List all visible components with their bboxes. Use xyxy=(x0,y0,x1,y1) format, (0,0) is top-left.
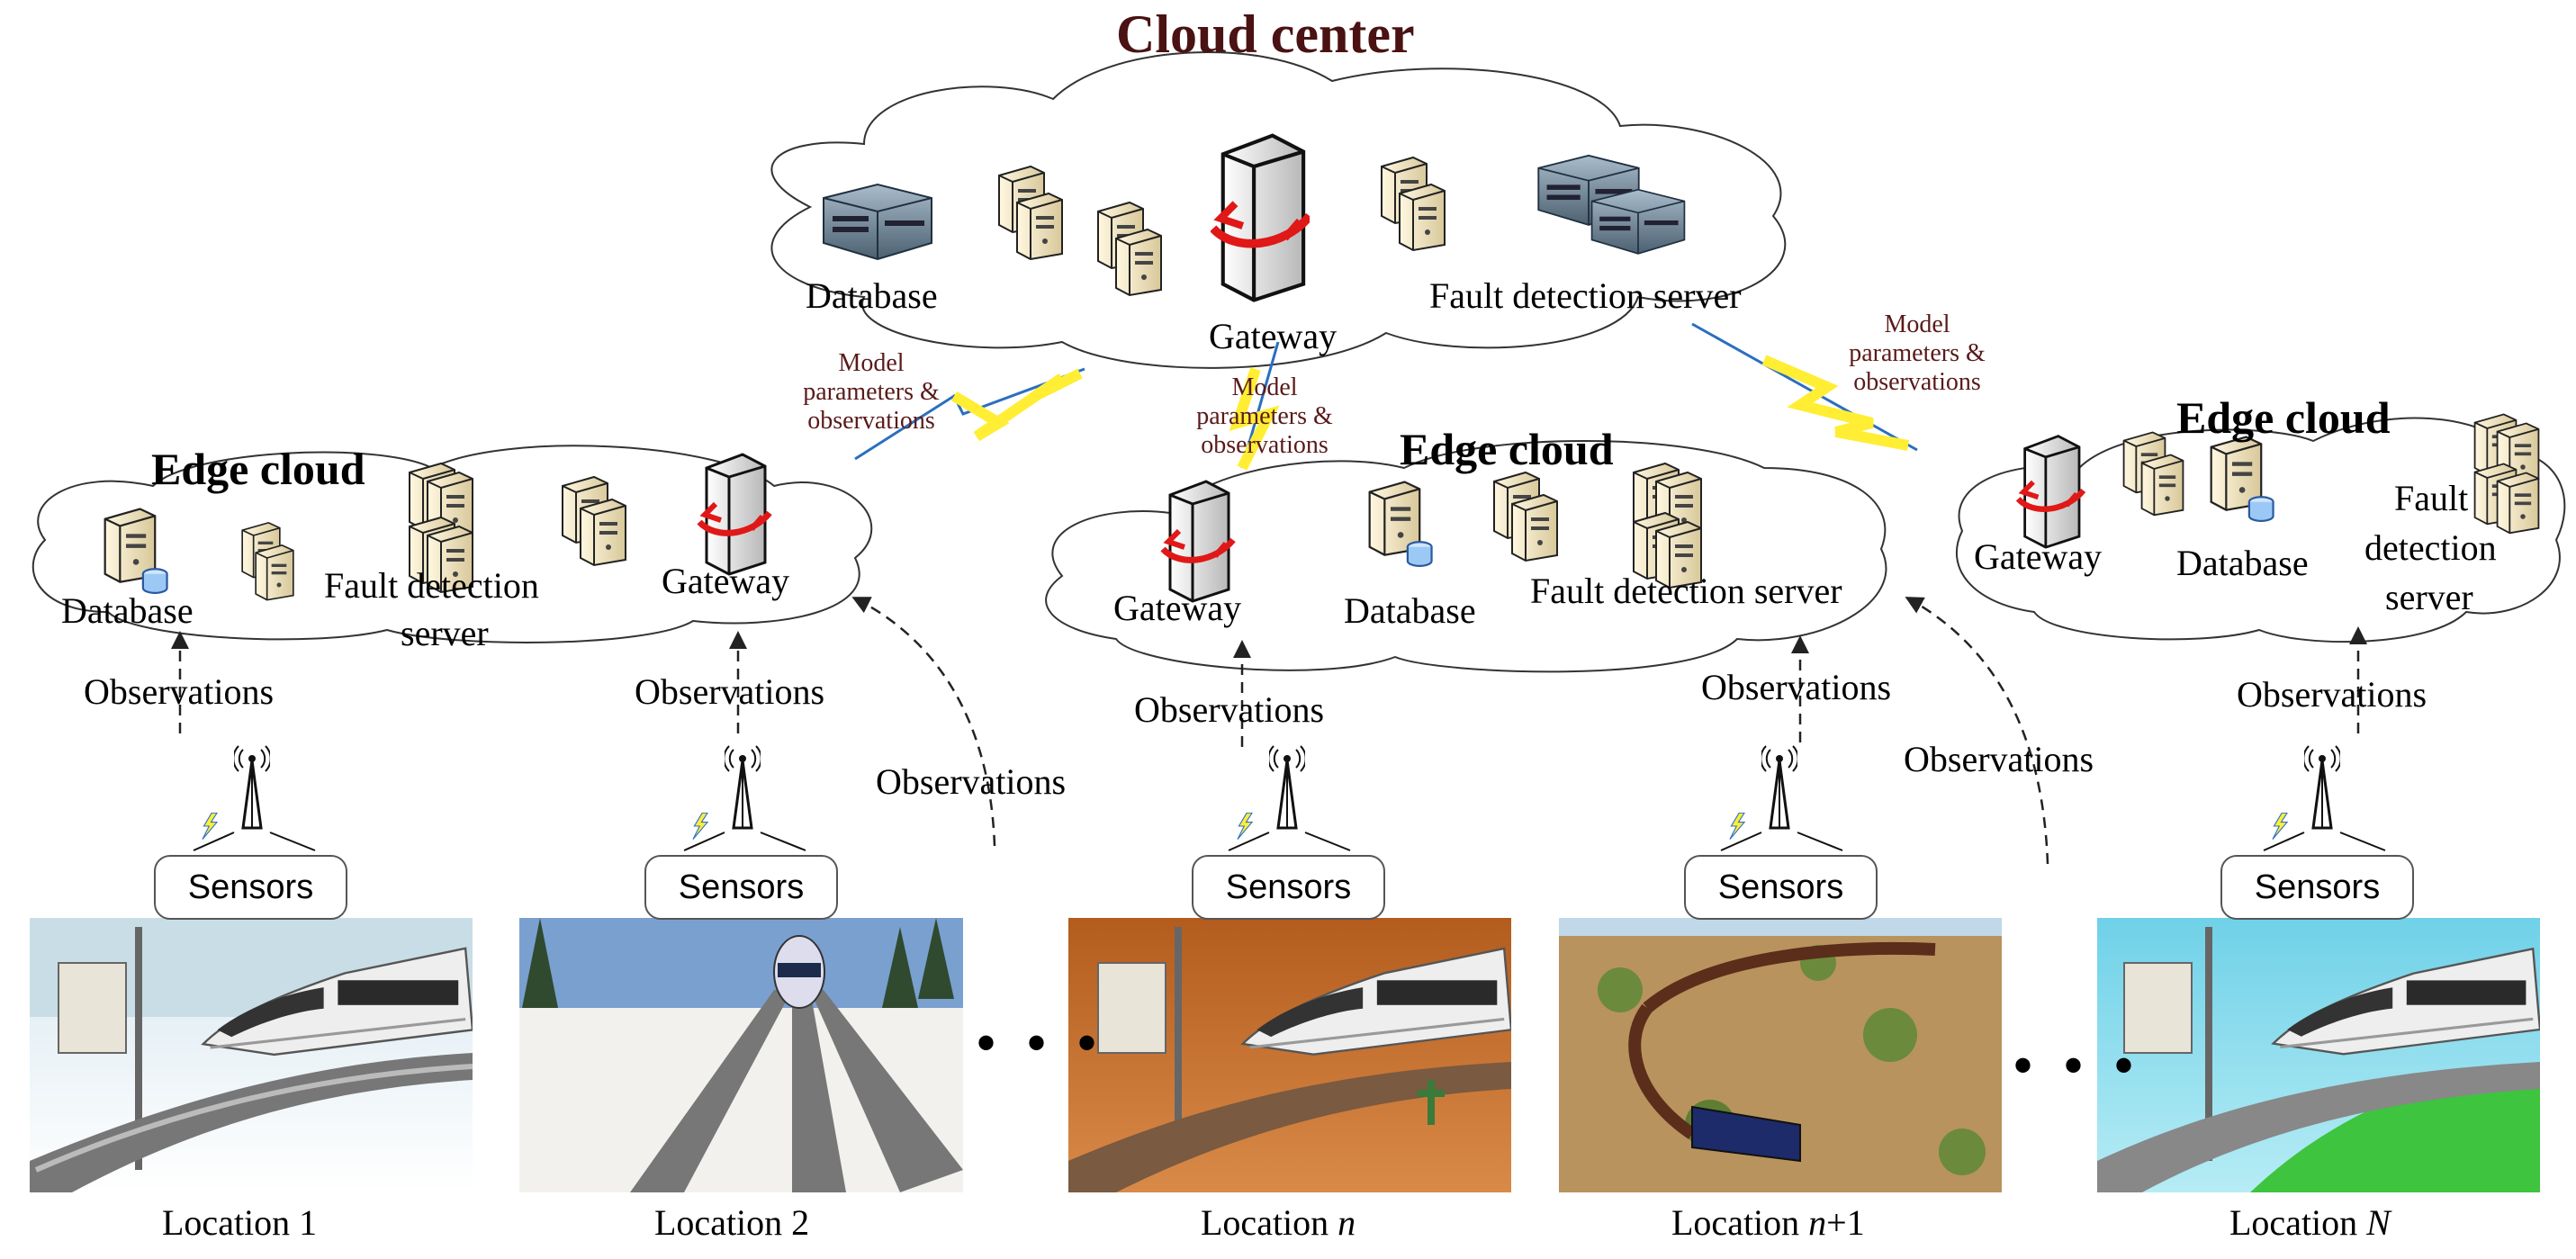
observations-label-2: Observations xyxy=(635,671,825,712)
model-params-line: observations xyxy=(1853,368,1981,397)
link-bolt-middle xyxy=(1229,341,1280,471)
antenna-icon xyxy=(2263,744,2386,851)
location-label-suffix: +1 xyxy=(1826,1202,1865,1243)
edge-right-fault-label-3: server xyxy=(2385,577,2473,617)
location-label-n: Location n xyxy=(1201,1201,1356,1244)
location-label-var: n xyxy=(1808,1202,1827,1243)
location-label-n-plus-1: Location n+1 xyxy=(1671,1201,1865,1244)
observations-label-1: Observations xyxy=(84,671,275,712)
ellipsis-left: • • • xyxy=(977,1013,1106,1073)
location-label-1: Location 1 xyxy=(162,1202,318,1243)
observations-label-free-2: Observations xyxy=(1904,739,2094,779)
edge-left-fault-label-1: Fault detection xyxy=(324,565,539,606)
obs-arrow-free-2 xyxy=(1905,597,2049,865)
observations-label-free-1: Observations xyxy=(876,761,1067,802)
edge-left-title: Edge cloud xyxy=(151,444,365,494)
edge-middle-gateway-label: Gateway xyxy=(1113,588,1242,628)
model-params-label-left: Model parameters & observations xyxy=(781,349,961,436)
model-params-line: observations xyxy=(1201,431,1329,460)
observations-label-3: Observations xyxy=(1134,689,1325,730)
location-image-2 xyxy=(519,918,963,1192)
sensors-box-n: Sensors xyxy=(1192,855,1385,920)
edge-middle-title: Edge cloud xyxy=(1400,424,1614,474)
location-image-n xyxy=(1068,918,1511,1192)
cloud-center-database-icon xyxy=(822,183,933,261)
antenna-icon xyxy=(683,744,806,851)
link-bolt-left xyxy=(854,367,1085,461)
observation-arrows xyxy=(171,597,2367,865)
antenna-icon xyxy=(193,744,316,851)
observations-label-5: Observations xyxy=(2237,674,2427,715)
model-params-line: Model xyxy=(1231,373,1298,401)
antenna-icon xyxy=(1228,744,1351,851)
link-bolt-right xyxy=(1691,322,1918,452)
cloud-center-gateway-icon xyxy=(1213,136,1310,301)
model-params-label-right: Model parameters & observations xyxy=(1827,310,2007,398)
edge-left-gateway-icon xyxy=(699,454,770,574)
location-image-n-plus-1 xyxy=(1559,918,2002,1192)
model-params-line: parameters & xyxy=(1849,339,1986,368)
edge-middle-gateway-icon xyxy=(1163,481,1233,601)
ellipsis-right: • • • xyxy=(2013,1036,2143,1095)
edge-right-fault-label-1: Fault xyxy=(2394,478,2469,518)
location-label-N: Location N xyxy=(2229,1201,2391,1244)
edge-middle-database-label: Database xyxy=(1344,590,1476,631)
sensors-box-1: Sensors xyxy=(154,855,347,920)
edge-right-title: Edge cloud xyxy=(2176,392,2391,443)
model-params-line: observations xyxy=(807,407,935,436)
obs-arrow-free-1 xyxy=(851,597,996,847)
edge-left-database-label: Database xyxy=(61,590,194,631)
edge-left-gateway-label: Gateway xyxy=(662,561,790,601)
cloud-center-fault-label: Fault detection server xyxy=(1429,275,1742,316)
model-params-line: Model xyxy=(1884,310,1950,338)
edge-right-fault-label-2: detection xyxy=(2364,527,2497,568)
cloud-center-database-label: Database xyxy=(806,275,938,316)
sensors-box-n-plus-1: Sensors xyxy=(1684,855,1878,920)
edge-right-gateway-label: Gateway xyxy=(1974,536,2103,577)
location-image-1 xyxy=(30,918,473,1192)
model-params-line: parameters & xyxy=(803,378,940,407)
location-label-text: Location xyxy=(2229,1202,2367,1243)
observations-label-4: Observations xyxy=(1701,667,1892,707)
model-params-label-middle: Model parameters & observations xyxy=(1175,373,1355,461)
location-label-2: Location 2 xyxy=(654,1202,810,1243)
location-label-text: Location xyxy=(1201,1202,1338,1243)
model-params-line: parameters & xyxy=(1196,402,1333,431)
edge-middle-fault-label: Fault detection server xyxy=(1530,571,1842,611)
cloud-center-gateway-label: Gateway xyxy=(1209,316,1338,356)
edge-right-gateway-icon xyxy=(2018,436,2083,547)
model-params-line: Model xyxy=(838,349,905,377)
location-label-text: Location xyxy=(1671,1202,1809,1243)
antenna-icon xyxy=(1720,744,1843,851)
cloud-center-title: Cloud center xyxy=(1116,4,1415,64)
location-label-var: N xyxy=(2366,1202,2391,1243)
location-label-var: n xyxy=(1338,1202,1356,1243)
edge-right-database-label: Database xyxy=(2176,543,2309,583)
location-image-N xyxy=(2097,918,2540,1192)
sensors-box-2: Sensors xyxy=(644,855,838,920)
edge-left-fault-label-2: server xyxy=(401,613,489,653)
edge-right-fault-server-icon xyxy=(2473,413,2540,535)
sensors-box-N: Sensors xyxy=(2220,855,2414,920)
